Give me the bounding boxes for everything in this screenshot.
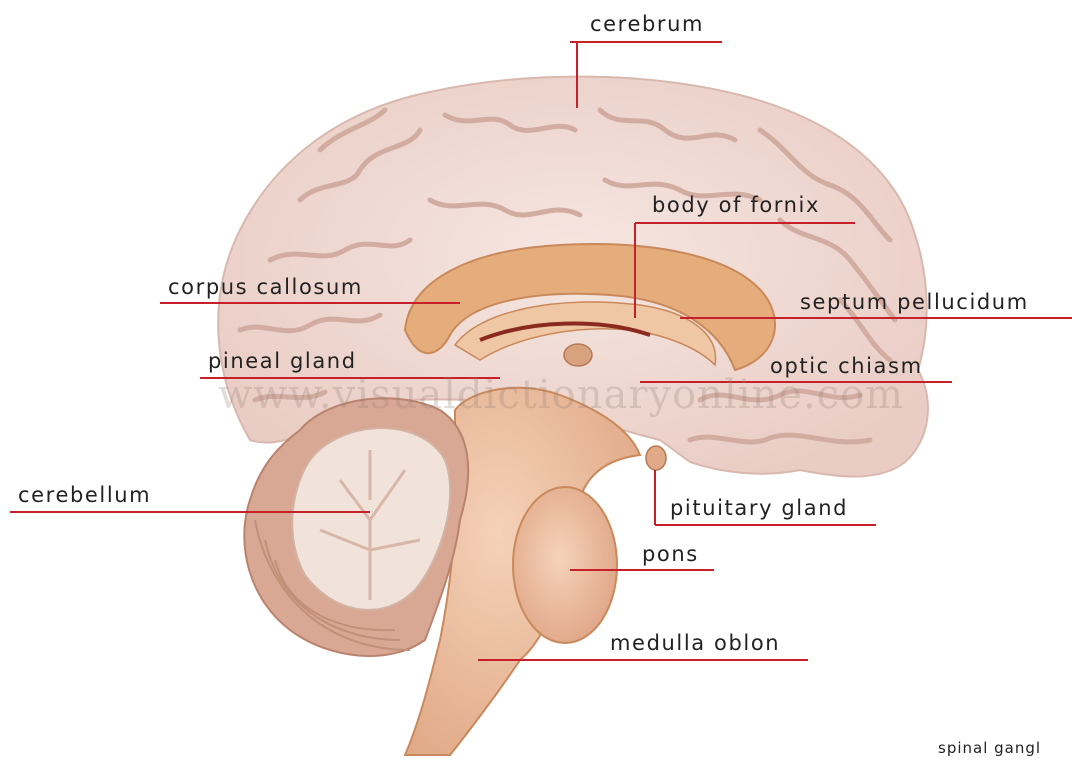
- label-pituitary-gland: pituitary gland: [670, 498, 848, 519]
- pons-shape: [513, 487, 617, 643]
- label-pineal-gland: pineal gland: [208, 351, 357, 372]
- label-medulla-oblongata: medulla oblon: [610, 633, 780, 654]
- label-cerebrum: cerebrum: [590, 14, 704, 35]
- label-pons: pons: [642, 544, 699, 565]
- label-body-of-fornix: body of fornix: [652, 195, 820, 216]
- label-corpus-callosum: corpus callosum: [168, 277, 363, 298]
- label-septum-pellucidum: septum pellucidum: [800, 292, 1029, 313]
- label-cerebellum: cerebellum: [18, 485, 151, 506]
- label-spinal-ganglion: spinal gangl: [938, 741, 1041, 756]
- thalamus-nub: [564, 344, 592, 366]
- watermark-text: www.visualdictionaryonline.com: [218, 372, 904, 418]
- pituitary-shape: [646, 446, 666, 470]
- label-optic-chiasm: optic chiasm: [770, 356, 923, 377]
